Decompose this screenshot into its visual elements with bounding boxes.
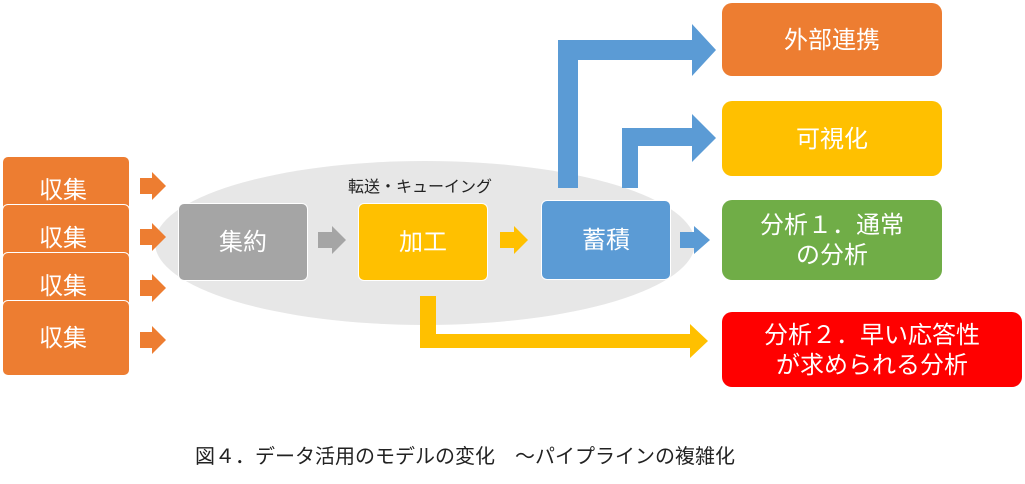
collect-label: 収集 bbox=[39, 176, 87, 204]
collect-arrow-1 bbox=[140, 172, 166, 200]
collect-arrow-2 bbox=[140, 223, 166, 251]
store-box: 蓄積 bbox=[541, 200, 671, 280]
analysis1-box: 分析１．通常 の分析 bbox=[722, 200, 942, 280]
external-label: 外部連携 bbox=[784, 25, 880, 54]
collect-label: 収集 bbox=[39, 224, 87, 252]
analysis1-label: 分析１．通常 の分析 bbox=[760, 211, 904, 269]
collect-box-4: 収集 bbox=[2, 300, 130, 376]
visualize-label: 可視化 bbox=[796, 124, 868, 153]
store-to-analysis1-arrow bbox=[680, 226, 710, 254]
figure-caption: 図４．データ活用のモデルの変化 ～パイプラインの複雑化 bbox=[195, 444, 735, 468]
transform-label: 加工 bbox=[399, 228, 447, 256]
external-box: 外部連携 bbox=[722, 3, 942, 76]
aggregate-box: 集約 bbox=[178, 203, 308, 281]
store-to-visualize-arrow bbox=[622, 114, 716, 188]
visualize-box: 可視化 bbox=[722, 101, 942, 176]
collect-label: 収集 bbox=[39, 272, 87, 300]
analysis2-box: 分析２．早い応答性 が求められる分析 bbox=[722, 312, 1022, 387]
store-to-external-arrow bbox=[558, 24, 716, 188]
store-label: 蓄積 bbox=[582, 226, 630, 254]
analysis2-label: 分析２．早い応答性 が求められる分析 bbox=[764, 320, 980, 379]
collect-label: 収集 bbox=[39, 324, 87, 352]
aggregate-to-transform-arrow bbox=[318, 226, 346, 254]
collect-arrow-4 bbox=[140, 326, 166, 354]
transform-box: 加工 bbox=[358, 203, 488, 281]
transform-to-store-arrow bbox=[500, 226, 528, 254]
transfer-queueing-label: 転送・キューイング bbox=[347, 177, 492, 196]
transform-to-analysis2-arrow bbox=[420, 296, 708, 358]
aggregate-label: 集約 bbox=[219, 228, 267, 256]
collect-arrow-3 bbox=[140, 274, 166, 302]
